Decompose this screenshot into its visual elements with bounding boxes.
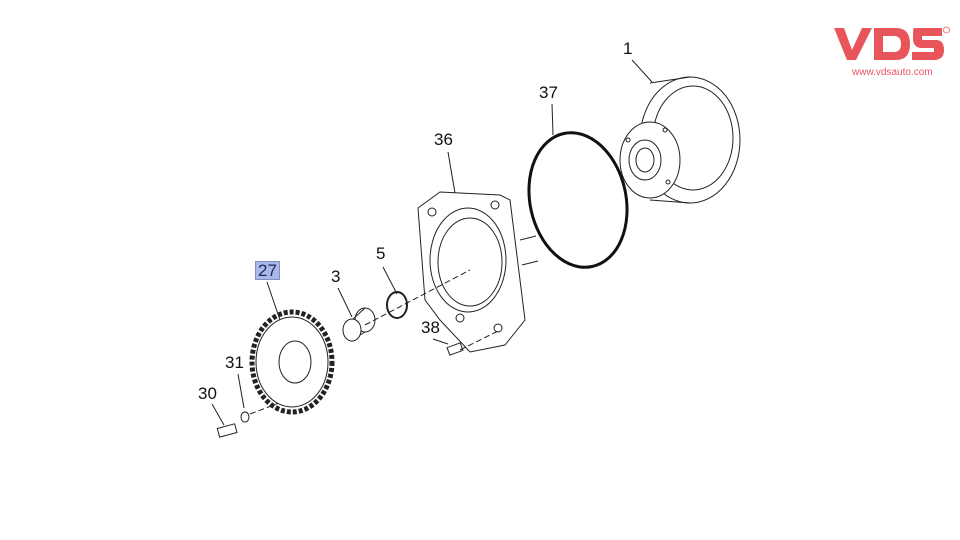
part-27-gear[interactable] (249, 309, 335, 415)
part-3-bushing[interactable] (342, 307, 376, 342)
callout-3[interactable]: 3 (331, 267, 341, 286)
part-31-washer[interactable] (240, 411, 250, 423)
callout-5[interactable]: 5 (376, 244, 386, 263)
part-1-housing[interactable] (619, 76, 741, 204)
part-37-o-ring[interactable] (517, 124, 639, 277)
callout-38[interactable]: 38 (421, 318, 440, 337)
callout-36[interactable]: 36 (434, 130, 453, 149)
callout-30[interactable]: 30 (198, 384, 217, 403)
callout-31[interactable]: 31 (225, 353, 244, 372)
vds-logo (834, 26, 950, 60)
logo-url: www.vdsauto.com (852, 67, 933, 78)
callout-1[interactable]: 1 (623, 39, 633, 58)
vds-logo-mark (834, 26, 950, 60)
leader-lines (211, 59, 653, 426)
callout-37[interactable]: 37 (539, 83, 558, 102)
part-5-snap-ring[interactable] (386, 291, 408, 319)
part-38-bolt[interactable] (446, 342, 464, 356)
part-36-cover-plate[interactable] (417, 191, 539, 353)
part-30-bolt[interactable] (216, 423, 238, 438)
callout-27-highlighted[interactable]: 27 (255, 261, 280, 280)
